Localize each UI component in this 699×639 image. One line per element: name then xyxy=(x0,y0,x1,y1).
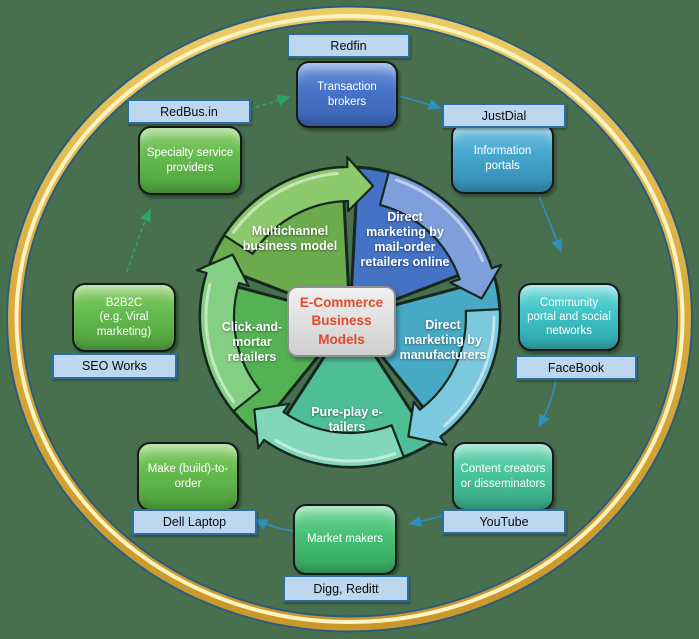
category-box-community-portal: Community portal and social networks xyxy=(518,283,620,351)
category-box-specialty-service-providers: Specialty service providers xyxy=(138,126,242,195)
example-label-digg-reditt: Digg, Reditt xyxy=(283,575,409,602)
example-label-justdial: JustDial xyxy=(442,103,566,128)
example-label-redfin: Redfin xyxy=(287,33,410,58)
example-label-facebook: FaceBook xyxy=(515,355,637,380)
connector-facebook-to-content xyxy=(538,379,557,428)
connector-portals-to-community xyxy=(538,195,562,253)
category-box-make-to-order: Make (build)-to- order xyxy=(137,442,239,511)
arrow-gloss xyxy=(204,283,235,404)
example-label-dell-laptop: Dell Laptop xyxy=(132,509,257,535)
example-label-youtube: YouTube xyxy=(442,509,566,534)
connector-market-to-dell xyxy=(254,519,294,532)
arrow-gloss xyxy=(274,438,396,463)
example-label-redbus: RedBus.in xyxy=(127,99,251,124)
category-box-content-creators: Content creators or disseminators xyxy=(452,442,554,511)
segment-arrow-mail-order xyxy=(378,171,503,300)
center-title: E-Commerce Business Models xyxy=(287,286,396,357)
segment-arrow-manufacturers xyxy=(407,308,502,446)
category-box-b2b2c: B2B2C (e.g. Viral marketing) xyxy=(72,283,176,352)
segment-label-multichannel: Multichannel business model xyxy=(242,224,338,253)
segment-label-click-mortar: Click-and- mortar retailers xyxy=(221,320,283,364)
example-label-seo-works: SEO Works xyxy=(52,353,177,379)
connector-youtube-to-market xyxy=(408,514,447,527)
connector-brokers-to-justdial xyxy=(398,95,442,110)
segment-arrow-click-mortar xyxy=(195,253,261,413)
category-box-transaction-brokers: Transaction brokers xyxy=(296,61,398,128)
segment-arrow-pure-play xyxy=(253,402,405,469)
segment-label-pure-play: Pure-play e- tailers xyxy=(311,405,383,434)
connector-redbus-to-brokers xyxy=(248,94,291,111)
segment-label-manufacturers: Direct marketing by manufacturers xyxy=(399,318,487,362)
arrow-gloss xyxy=(232,172,339,234)
arrow-gloss xyxy=(394,178,485,263)
category-box-market-makers: Market makers xyxy=(293,504,397,575)
category-box-information-portals: Information portals xyxy=(451,123,554,194)
segment-arrow-multichannel xyxy=(223,155,375,255)
arrow-gloss xyxy=(443,315,496,428)
connector-b2b2c-to-specialty xyxy=(126,208,151,273)
outer-ring xyxy=(6,5,693,633)
segment-label-mail-order: Direct marketing by mail-order retailers… xyxy=(360,210,450,269)
